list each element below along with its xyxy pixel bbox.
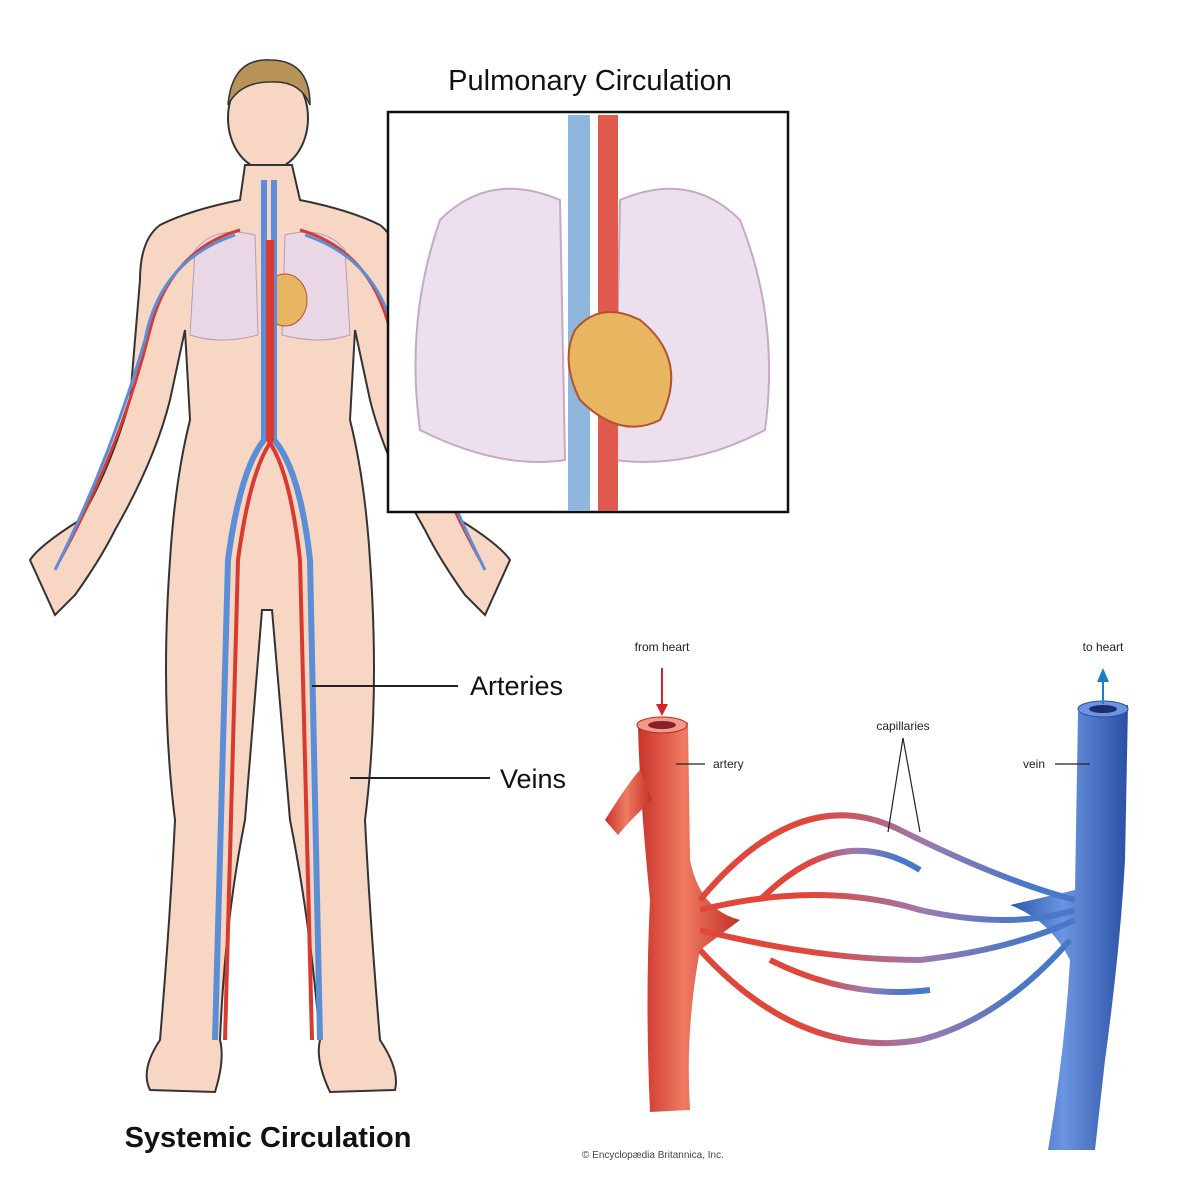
arteries-label: Arteries (470, 671, 563, 701)
vein-label: vein (1023, 757, 1045, 771)
pulmonary-inset (386, 110, 790, 514)
copyright-credit: © Encyclopædia Britannica, Inc. (582, 1150, 724, 1161)
veins-label: Veins (500, 764, 566, 794)
from-heart-arrowhead-icon (656, 704, 668, 716)
capillary-network-diagram (605, 700, 1129, 1150)
capillaries-leader-lines (887, 737, 921, 833)
pulmonary-title: Pulmonary Circulation (448, 65, 732, 97)
to-heart-label: to heart (1083, 640, 1124, 654)
to-heart-arrowhead-icon (1097, 668, 1109, 682)
capillaries-label: capillaries (876, 719, 929, 733)
systemic-title: Systemic Circulation (125, 1122, 412, 1154)
from-heart-label: from heart (635, 640, 690, 654)
artery-label: artery (713, 757, 744, 771)
